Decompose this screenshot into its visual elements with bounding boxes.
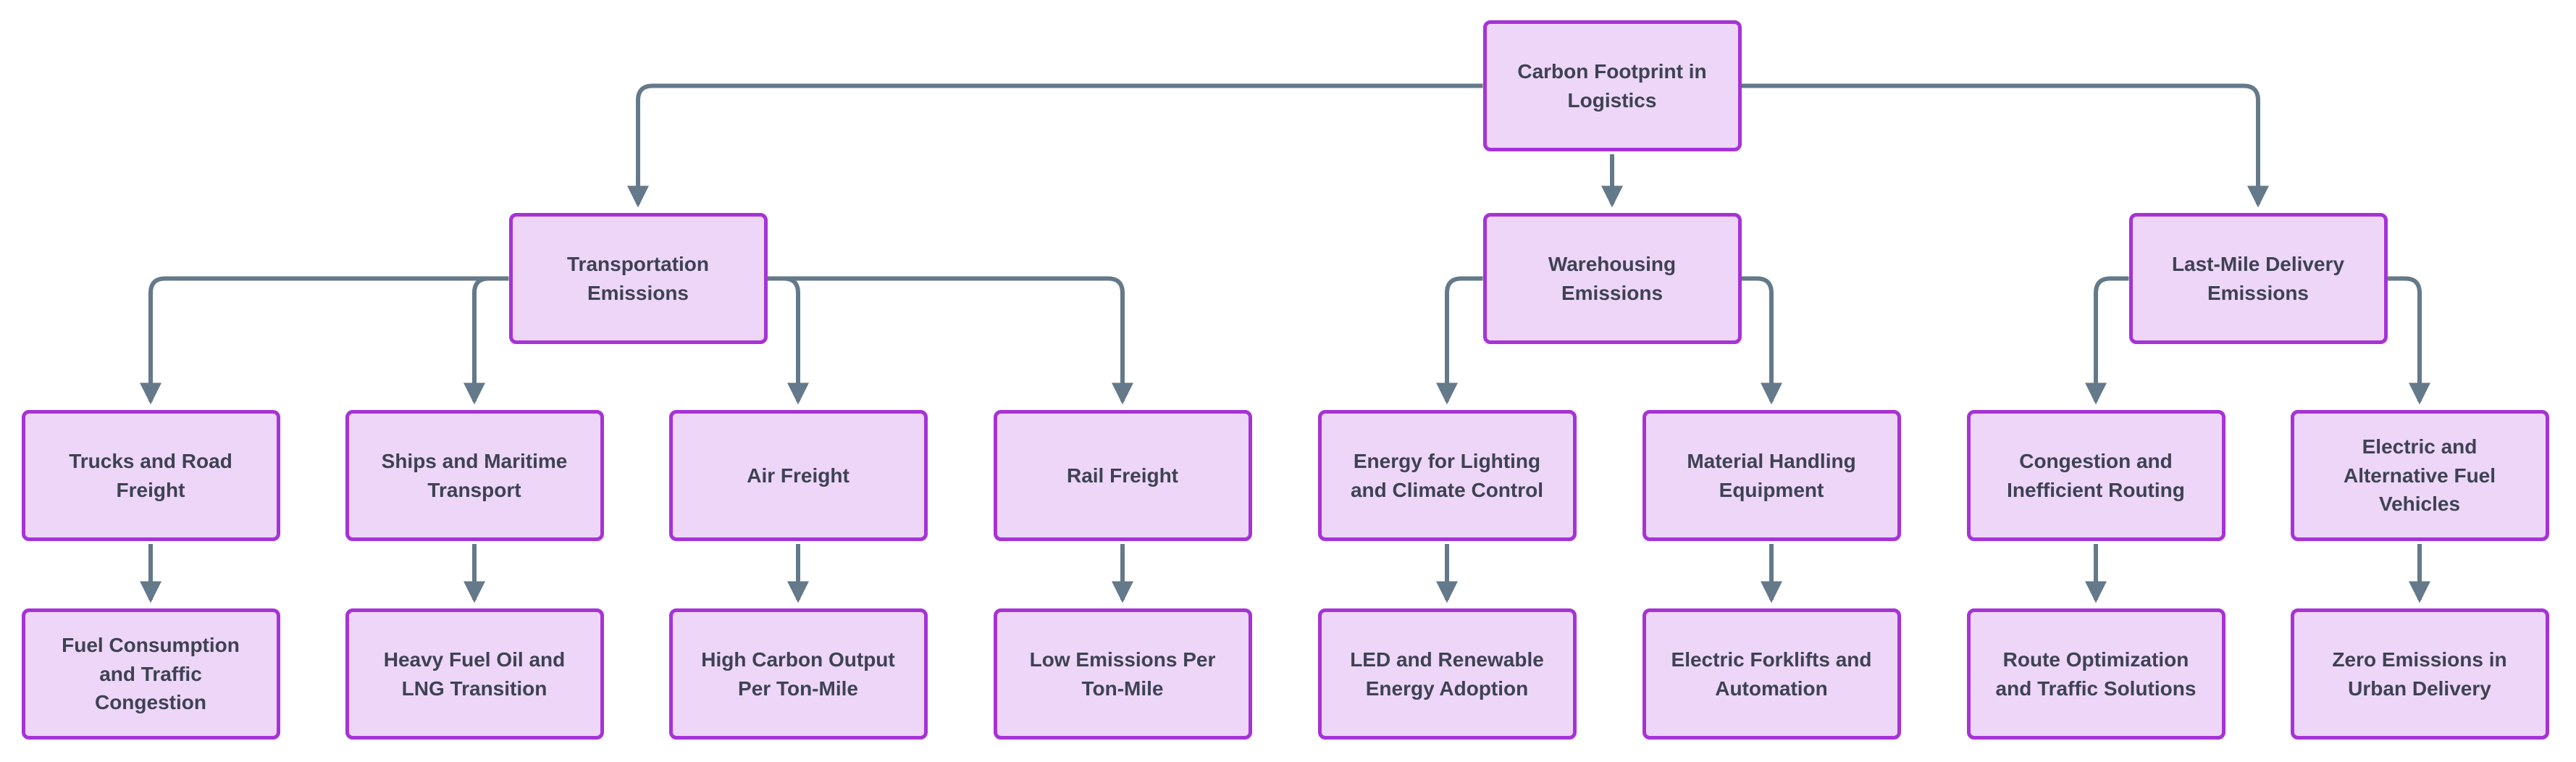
- node-lowemis: Low Emissions Per Ton-Mile: [993, 608, 1252, 740]
- node-transport: Transportation Emissions: [508, 213, 768, 344]
- node-label-lastmile: Last-Mile Delivery Emissions: [2171, 252, 2345, 304]
- edge-transport-trucks: [140, 276, 509, 405]
- node-trucks: Trucks and Road Freight: [21, 410, 280, 541]
- node-label-root: Carbon Footprint in Logistics: [1517, 59, 1707, 112]
- node-label-fuelcons: Fuel Consumption and Traffic Congestion: [62, 633, 240, 714]
- node-label-rail: Rail Freight: [1066, 464, 1178, 487]
- node-label-material: Material Handling Equipment: [1687, 449, 1856, 501]
- edge-transport-rail: [767, 276, 1133, 405]
- edge-warehouse-energy: [1436, 276, 1483, 405]
- node-evfuel: Electric and Alternative Fuel Vehicles: [2290, 410, 2549, 541]
- node-forklifts: Electric Forklifts and Automation: [1642, 608, 1901, 740]
- node-root: Carbon Footprint in Logistics: [1482, 20, 1742, 151]
- node-warehouse: Warehousing Emissions: [1482, 213, 1742, 344]
- edge-root-lastmile: [1741, 83, 2269, 208]
- edge-lastmile-evfuel: [2387, 276, 2430, 405]
- node-routeopt: Route Optimization and Traffic Solutions: [1966, 608, 2225, 740]
- node-label-trucks: Trucks and Road Freight: [69, 449, 232, 501]
- edge-lastmile-congestion: [2085, 276, 2129, 405]
- node-material: Material Handling Equipment: [1642, 410, 1901, 541]
- edge-transport-air: [767, 276, 809, 405]
- node-label-zeroemis: Zero Emissions in Urban Delivery: [2332, 648, 2507, 700]
- edge-transport-ships: [463, 276, 509, 405]
- node-label-highcarbon: High Carbon Output Per Ton-Mile: [701, 648, 895, 700]
- node-label-lowemis: Low Emissions Per Ton-Mile: [1029, 648, 1216, 700]
- node-label-hfo: Heavy Fuel Oil and LNG Transition: [383, 648, 566, 700]
- node-fuelcons: Fuel Consumption and Traffic Congestion: [21, 608, 280, 740]
- node-label-evfuel: Electric and Alternative Fuel Vehicles: [2343, 435, 2496, 516]
- node-label-energy: Energy for Lighting and Climate Control: [1350, 449, 1543, 501]
- node-label-ships: Ships and Maritime Transport: [381, 449, 568, 501]
- node-label-led: LED and Renewable Energy Adoption: [1350, 648, 1544, 700]
- node-congestion: Congestion and Inefficient Routing: [1966, 410, 2225, 541]
- node-label-transport: Transportation Emissions: [566, 252, 709, 304]
- edge-root-transport: [627, 83, 1483, 208]
- node-zeroemis: Zero Emissions in Urban Delivery: [2290, 608, 2549, 740]
- node-label-forklifts: Electric Forklifts and Automation: [1671, 648, 1872, 700]
- edge-warehouse-material: [1741, 276, 1782, 405]
- node-hfo: Heavy Fuel Oil and LNG Transition: [345, 608, 604, 740]
- node-ships: Ships and Maritime Transport: [345, 410, 604, 541]
- node-led: LED and Renewable Energy Adoption: [1317, 608, 1577, 740]
- node-energy: Energy for Lighting and Climate Control: [1317, 410, 1577, 541]
- node-highcarbon: High Carbon Output Per Ton-Mile: [668, 608, 928, 740]
- node-label-routeopt: Route Optimization and Traffic Solutions: [1995, 648, 2197, 700]
- node-label-congestion: Congestion and Inefficient Routing: [2007, 449, 2185, 501]
- node-label-warehouse: Warehousing Emissions: [1548, 252, 1677, 304]
- node-rail: Rail Freight: [993, 410, 1252, 541]
- node-lastmile: Last-Mile Delivery Emissions: [2128, 213, 2388, 344]
- node-air: Air Freight: [668, 410, 928, 541]
- node-label-air: Air Freight: [747, 464, 849, 487]
